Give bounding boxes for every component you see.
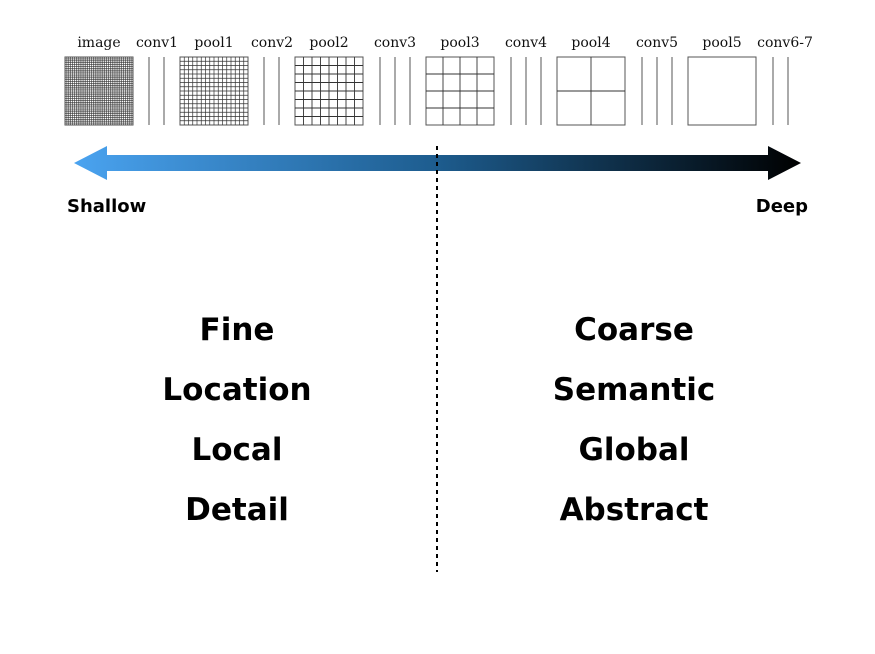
feature-grid-pool1 — [179, 56, 249, 126]
feature-grid-image — [64, 56, 134, 126]
shallow-property: Detail — [185, 492, 289, 528]
feature-grid-pool2 — [294, 56, 364, 126]
shallow-label: Shallow — [67, 196, 146, 217]
feature-grid-pool3 — [425, 56, 495, 126]
deep-property: Global — [578, 432, 689, 468]
layer-label-conv3: conv3 — [374, 35, 416, 51]
layer-label-pool4: pool4 — [571, 35, 610, 51]
conv-lines-conv5 — [641, 57, 673, 125]
layer-label-image: image — [77, 35, 120, 51]
layer-label-conv2: conv2 — [251, 35, 293, 51]
layer-glyphs — [64, 56, 789, 126]
layer-label-conv1: conv1 — [136, 35, 178, 51]
layer-labels: image conv1 pool1 conv2 pool2 conv3 pool3 conv4… — [77, 35, 813, 51]
deep-properties: Coarse Semantic Global Abstract — [553, 312, 715, 528]
layer-label-pool5: pool5 — [702, 35, 741, 51]
layer-label-conv6-7: conv6-7 — [757, 35, 813, 51]
conv-lines-conv4 — [510, 57, 542, 125]
layer-label-conv5: conv5 — [636, 35, 678, 51]
shallow-property: Location — [162, 372, 311, 408]
conv-lines-conv3 — [379, 57, 411, 125]
deep-property: Abstract — [560, 492, 709, 528]
shallow-property: Local — [192, 432, 283, 468]
feature-grid-pool5 — [687, 56, 757, 126]
layer-label-pool3: pool3 — [440, 35, 479, 51]
deep-property: Semantic — [553, 372, 715, 408]
layer-label-pool2: pool2 — [309, 35, 348, 51]
deep-label: Deep — [756, 196, 808, 217]
layer-label-pool1: pool1 — [194, 35, 233, 51]
layer-label-conv4: conv4 — [505, 35, 547, 51]
deep-property: Coarse — [574, 312, 694, 348]
feature-grid-pool4 — [556, 56, 626, 126]
shallow-properties: Fine Location Local Detail — [162, 312, 311, 528]
conv-lines-conv1 — [148, 57, 165, 125]
conv-lines-conv2 — [263, 57, 280, 125]
shallow-property: Fine — [200, 312, 275, 348]
conv-lines-conv6-7 — [772, 57, 789, 125]
